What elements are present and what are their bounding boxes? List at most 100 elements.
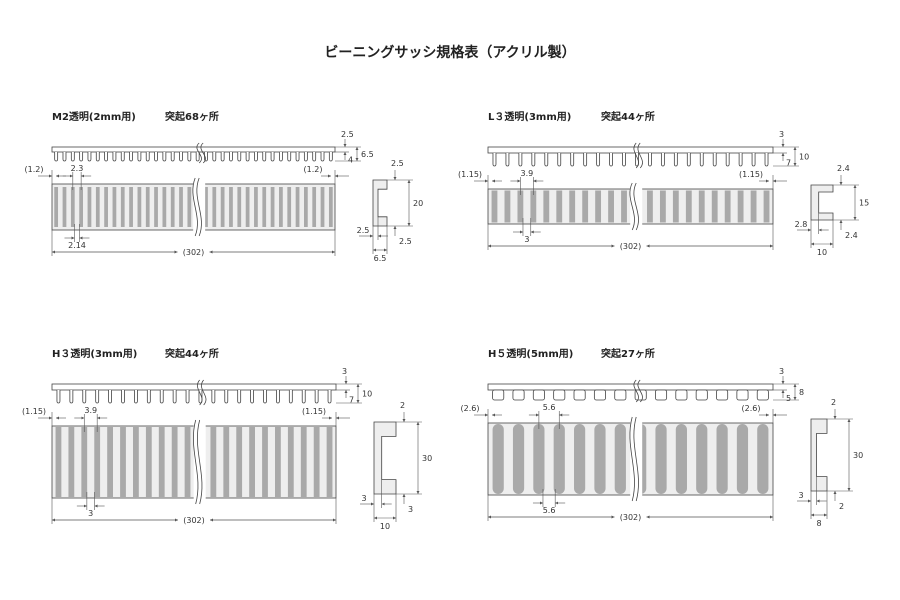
strip-tooth — [596, 153, 601, 167]
plate-tooth — [492, 424, 504, 494]
break-line — [633, 416, 639, 502]
plate-tooth — [95, 187, 100, 227]
plate-tooth — [55, 427, 62, 497]
plate-tooth — [711, 190, 718, 223]
strip-tooth — [673, 153, 678, 167]
break-line — [197, 379, 203, 406]
dim-side-lip: 2.8 — [795, 220, 808, 229]
dim-length-label: (302) — [183, 248, 205, 257]
strip-tooth — [185, 390, 190, 404]
break-line — [201, 379, 207, 406]
plate-tooth — [326, 427, 333, 497]
section-profile — [810, 418, 828, 492]
plate-tooth — [162, 187, 167, 227]
break-line — [196, 177, 202, 237]
dim-side-width-label: 6.5 — [374, 254, 387, 263]
plate-tooth — [614, 424, 626, 494]
dim-side-bottom: 2.4 — [845, 231, 858, 240]
strip-top — [51, 383, 337, 391]
panel-heading: H３透明(3mm用) — [52, 347, 137, 360]
strip-tooth — [557, 153, 562, 167]
section-profile — [372, 179, 388, 227]
plate-tooth — [254, 187, 258, 227]
strip-tooth — [288, 390, 293, 404]
strip-tooth — [62, 152, 67, 162]
plate-tooth — [210, 427, 217, 497]
plate-tooth — [212, 187, 217, 227]
plate-tooth — [279, 187, 283, 227]
plate-tooth — [237, 187, 242, 227]
strip-tooth — [137, 152, 142, 162]
dim-edge-left: (1.15) — [458, 170, 482, 179]
plate-tooth — [70, 187, 75, 227]
plate-tooth — [295, 187, 300, 227]
plate-tooth — [533, 424, 545, 494]
strip-top — [487, 383, 774, 391]
plate-tooth — [223, 427, 230, 497]
strip-tooth — [146, 390, 151, 404]
panel-h5: H５透明(5mm用)突起27ヶ所385(2.6)(2.6)5.65.6(302)… — [461, 347, 864, 528]
dim-length-label: (302) — [183, 516, 205, 525]
dim-gap: 3 — [88, 509, 93, 518]
strip-tooth — [699, 153, 704, 167]
plate-tooth — [517, 190, 524, 223]
plate-tooth — [530, 190, 537, 223]
strip-tooth — [518, 153, 523, 167]
plate-tooth — [313, 427, 320, 497]
plate-tooth — [129, 187, 133, 227]
cross-section: 152.42.42.810 — [795, 164, 870, 257]
strip-tooth — [738, 153, 743, 167]
dim-side-lip: 2.5 — [357, 226, 370, 235]
strip-tooth — [675, 389, 688, 401]
plate-tooth — [62, 187, 67, 227]
plate-tooth — [137, 187, 142, 227]
strip-tooth — [170, 152, 175, 162]
dim-side-top: 2.4 — [837, 164, 850, 173]
plate-tooth — [68, 427, 75, 497]
plate-tooth — [757, 424, 769, 494]
dim-edge-right: (2.6) — [742, 404, 761, 413]
plate-tooth — [184, 427, 191, 497]
break-line — [192, 177, 198, 237]
panel-count: 突起27ヶ所 — [601, 347, 655, 360]
strip-tooth — [263, 390, 267, 404]
dim-edge-right: (1.15) — [739, 170, 763, 179]
plate-tooth — [685, 190, 692, 223]
strip-tooth — [751, 153, 756, 167]
dim-side-bottom: 3 — [408, 505, 413, 514]
plate-tooth — [229, 187, 233, 227]
plate-tooth — [582, 190, 589, 223]
plate-tooth — [504, 190, 511, 223]
strip-tooth — [725, 153, 730, 167]
top-view: 385 — [487, 367, 804, 403]
plate-tooth — [621, 190, 627, 223]
strip-tooth — [187, 152, 192, 162]
plate-tooth — [574, 424, 586, 494]
dim-side-height-label: 30 — [422, 454, 432, 463]
strip-tooth — [134, 390, 138, 404]
strip-tooth — [276, 390, 280, 404]
plate-tooth — [736, 424, 749, 494]
strip-tooth — [95, 390, 100, 404]
strip-tooth — [573, 389, 586, 401]
plate-tooth — [300, 427, 307, 497]
plate-tooth — [204, 187, 208, 227]
strip-tooth — [512, 389, 525, 401]
strip-tooth — [254, 152, 258, 162]
break-line — [637, 379, 643, 403]
strip-tooth — [505, 153, 510, 167]
plate-tooth — [543, 190, 550, 223]
plate-tooth — [553, 424, 565, 494]
plate-tooth — [569, 190, 576, 223]
strip-tooth — [79, 152, 84, 162]
plate-tooth — [120, 187, 125, 227]
plate-tooth — [716, 424, 728, 494]
strip-tooth — [301, 390, 306, 404]
strip-tooth — [695, 389, 708, 401]
strip-tooth — [532, 389, 545, 401]
dim-tooth-height: 7 — [349, 396, 354, 405]
break-line — [633, 142, 639, 169]
top-view: 2.56.54 — [51, 130, 374, 165]
plate-tooth — [133, 427, 139, 497]
